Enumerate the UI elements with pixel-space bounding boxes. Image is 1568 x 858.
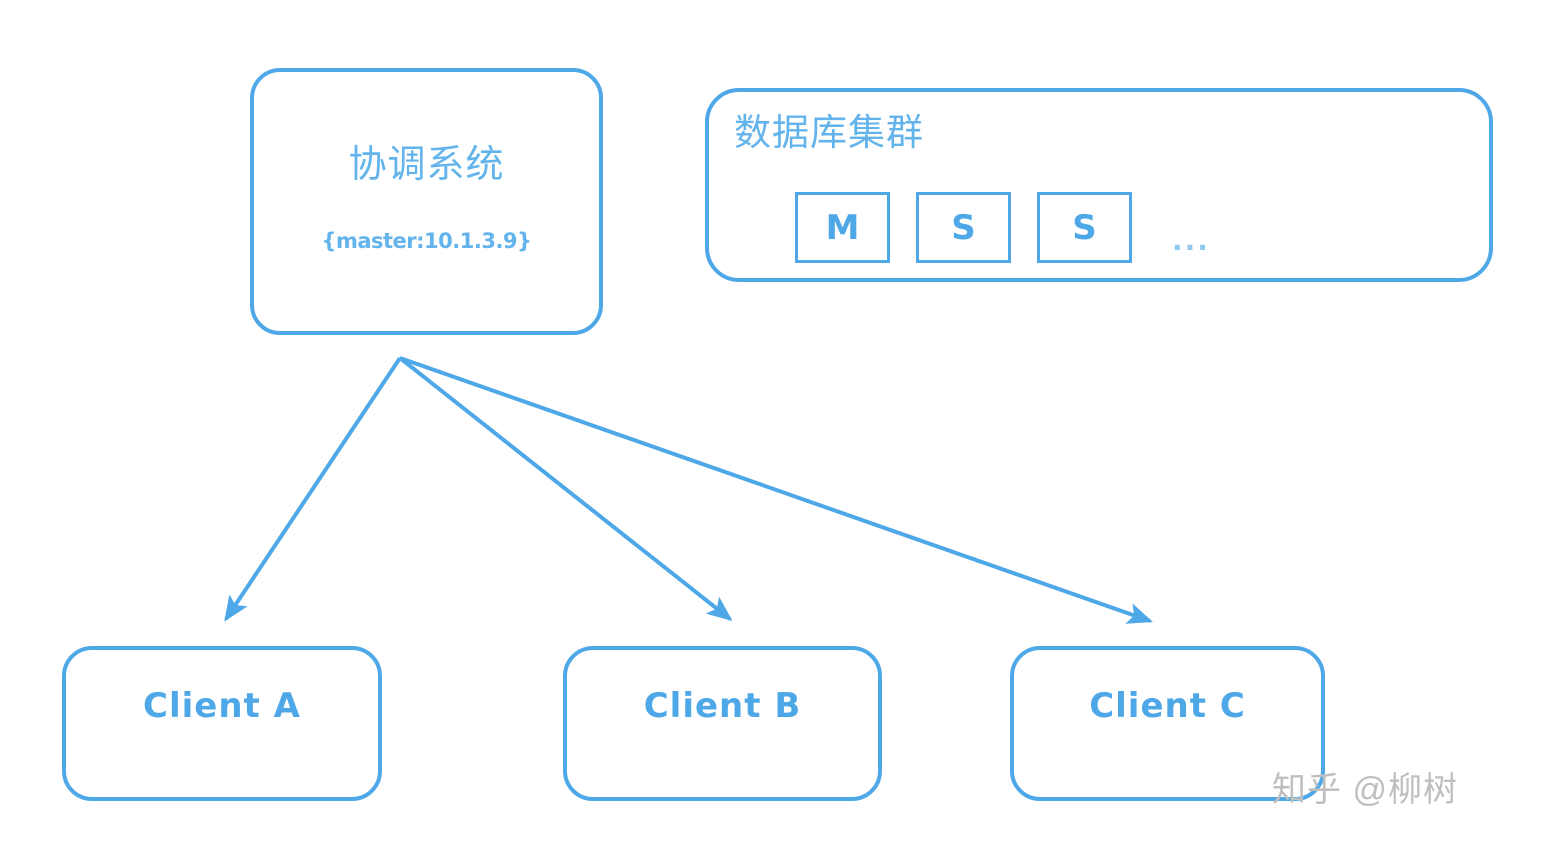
watermark: 知乎 @柳树: [1272, 771, 1458, 809]
client-b-node[interactable]: Client B: [563, 646, 882, 801]
database-cluster-title: 数据库集群: [734, 113, 924, 154]
coordinator-master-address: {master:10.1.3.9}: [321, 229, 532, 253]
edge-coordinator-to-client-a: [224, 356, 402, 622]
database-node-list: M S S ...: [795, 192, 1210, 263]
edge-coordinator-to-client-c: [399, 356, 1154, 624]
database-node-slave-1[interactable]: S: [916, 192, 1011, 263]
client-a-label: Client A: [143, 686, 301, 726]
database-cluster-node[interactable]: 数据库集群 M S S ...: [705, 88, 1493, 282]
coordinator-node[interactable]: 协调系统 {master:10.1.3.9}: [250, 68, 603, 335]
edge-coordinator-to-client-b: [398, 356, 733, 621]
client-a-node[interactable]: Client A: [62, 646, 382, 801]
client-b-label: Client B: [643, 686, 802, 726]
database-node-ellipsis: ...: [1172, 224, 1210, 257]
database-node-master[interactable]: M: [795, 192, 890, 263]
coordinator-title: 协调系统: [348, 144, 505, 186]
client-c-node[interactable]: Client C: [1010, 646, 1325, 801]
database-node-slave-2[interactable]: S: [1037, 192, 1132, 263]
client-c-label: Client C: [1089, 686, 1246, 726]
